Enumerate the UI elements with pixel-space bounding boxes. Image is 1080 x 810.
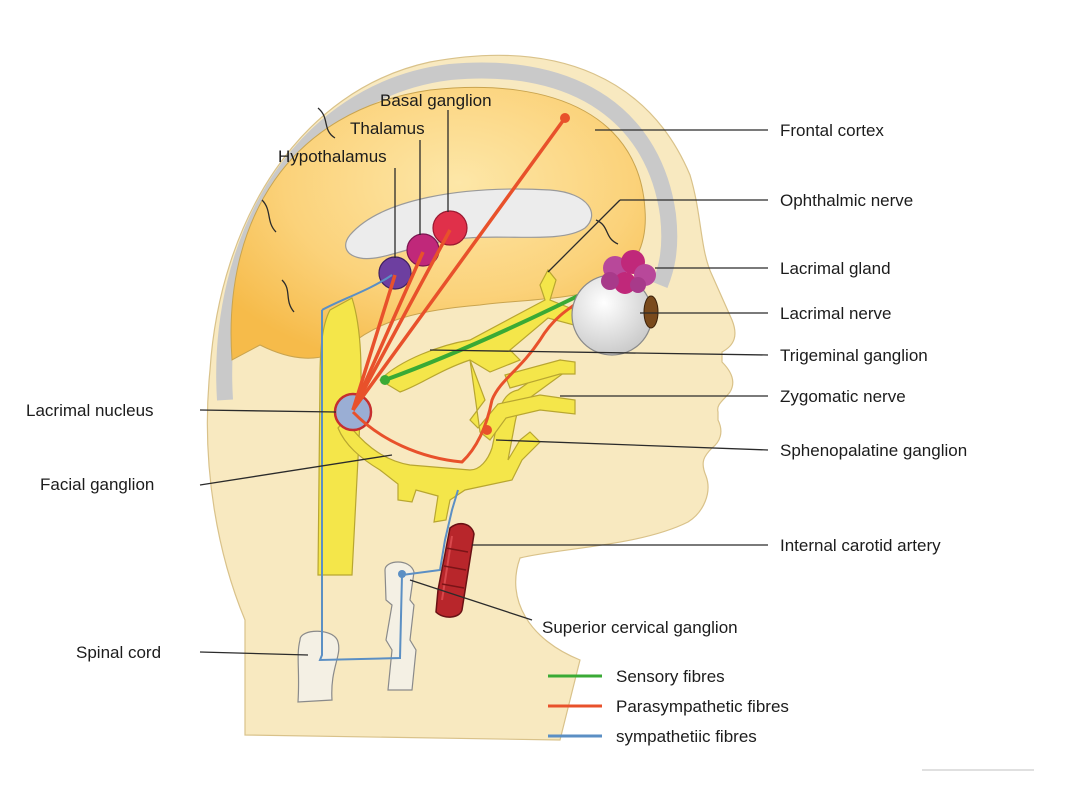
- leader-trigeminal-ganglion: [429, 349, 769, 356]
- spinal-cord-bone: [297, 630, 340, 703]
- legend-label-parasympathetic: Parasympathetic fibres: [616, 697, 789, 716]
- carotid-artery-highlight: [441, 535, 453, 601]
- brain-sulcus-4: [281, 279, 295, 313]
- basal-ganglion-nucleus: [432, 210, 468, 246]
- zygomatic-branches: [469, 359, 576, 441]
- legend-label-sensory: Sensory fibres: [616, 667, 725, 686]
- brain-sulcus-1: [261, 199, 277, 233]
- label-ophthalmic-nerve: Ophthalmic nerve: [780, 191, 913, 210]
- label-lacrimal-nucleus: Lacrimal nucleus: [26, 401, 154, 420]
- leader-sphenopalatine-ganglion: [495, 439, 769, 451]
- label-thalamus: Thalamus: [350, 119, 425, 138]
- parasympathetic-fibre-hypothalamus: [351, 274, 397, 411]
- label-facial-ganglion: Facial ganglion: [40, 475, 154, 494]
- sympathetic-fibre-hypothalamus: [321, 274, 393, 311]
- internal-carotid-artery: [435, 523, 475, 618]
- lacrimal-gland-shape: [601, 250, 656, 294]
- label-frontal-cortex: Frontal cortex: [780, 121, 884, 140]
- legend: Sensory fibres Parasympathetic fibres sy…: [548, 667, 789, 746]
- carotid-artery-stripes: [441, 547, 469, 589]
- label-hypothalamus: Hypothalamus: [278, 147, 387, 166]
- parasympathetic-fibre-frontal: [351, 116, 567, 412]
- parasympathetic-fibre-facial: [351, 293, 591, 464]
- corpus-callosum: [345, 188, 593, 260]
- label-basal-ganglion: Basal ganglion: [380, 91, 492, 110]
- label-spinal-cord: Spinal cord: [76, 643, 161, 662]
- sympathetic-fibre-carotid: [401, 489, 459, 576]
- brain-sulcus-2: [317, 107, 336, 139]
- iris: [643, 295, 659, 329]
- sensory-fibre-start: [380, 375, 390, 385]
- label-sphenopalatine-ganglion: Sphenopalatine ganglion: [780, 441, 967, 460]
- sympathetic-fibre-spinal: [318, 310, 403, 662]
- maxillary-branch: [504, 359, 576, 389]
- label-lacrimal-nerve: Lacrimal nerve: [780, 304, 892, 323]
- sensory-fibre: [384, 283, 601, 382]
- label-trigeminal-ganglion: Trigeminal ganglion: [780, 346, 928, 365]
- sphenopalatine-ganglion-node: [482, 425, 492, 435]
- parasympathetic-fibre-thalamus: [351, 251, 425, 411]
- leader-superior-cervical-ganglion: [409, 579, 533, 621]
- leader-facial-ganglion: [199, 454, 393, 486]
- legend-label-sympathetic: sympathetiic fibres: [616, 727, 757, 746]
- label-zygomatic-nerve: Zygomatic nerve: [780, 387, 906, 406]
- frontal-cortex-point: [560, 113, 570, 123]
- leader-ophthalmic-nerve: [547, 199, 621, 273]
- label-superior-cervical-ganglion: Superior cervical ganglion: [542, 618, 738, 637]
- parasympathetic-fibre-basal: [351, 229, 452, 411]
- leader-spinal-cord: [199, 651, 309, 656]
- superior-cervical-ganglion-node: [398, 570, 406, 578]
- hypothalamus-nucleus: [378, 256, 412, 290]
- label-lacrimal-gland: Lacrimal gland: [780, 259, 891, 278]
- label-internal-carotid-artery: Internal carotid artery: [780, 536, 941, 555]
- leader-lacrimal-nucleus: [199, 409, 337, 413]
